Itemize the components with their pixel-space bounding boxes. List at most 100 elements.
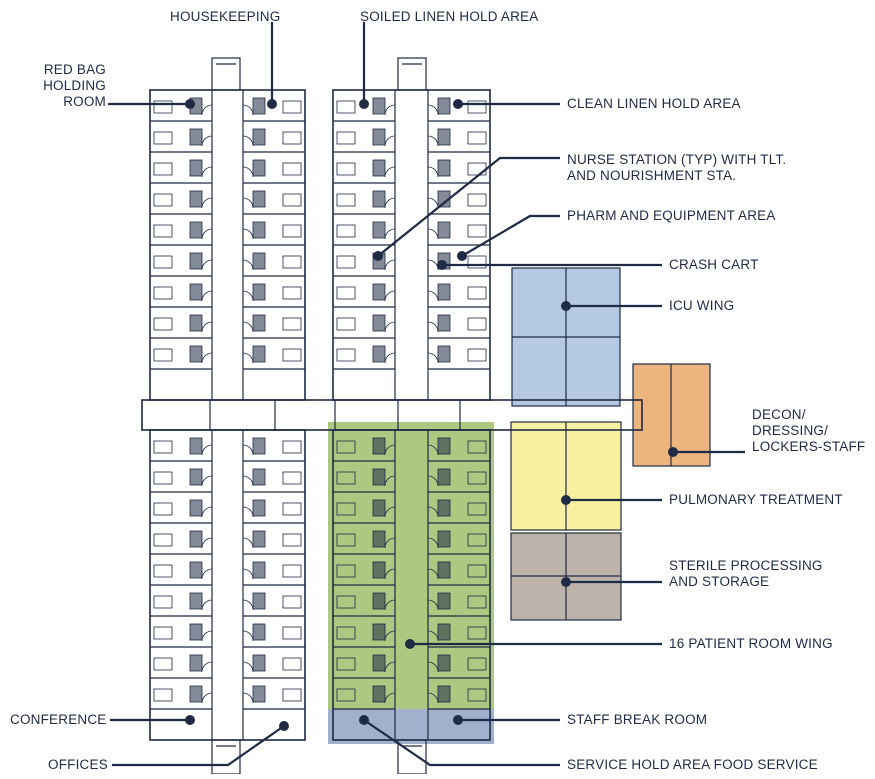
toilet-symbol (252, 221, 266, 239)
toilet-symbol (189, 345, 203, 363)
door-swing (201, 321, 213, 333)
bed-symbol (282, 440, 302, 454)
toilet-symbol (189, 592, 203, 610)
bed-symbol (336, 317, 356, 331)
bed-symbol (467, 286, 487, 300)
door-swing (242, 475, 254, 487)
door-swing (242, 661, 254, 673)
bed-symbol (153, 162, 173, 176)
door-swing (384, 104, 396, 116)
label-nurse-station: NURSE STATION (TYP) WITH TLT. AND NOURIS… (567, 152, 786, 184)
door-swing (242, 290, 254, 302)
door-swing (427, 537, 439, 549)
bed-symbol (153, 595, 173, 609)
bed-symbol (153, 688, 173, 702)
cross-corridor (141, 399, 643, 431)
toilet-symbol (372, 685, 386, 703)
toilet-symbol (189, 221, 203, 239)
door-swing (384, 228, 396, 240)
label-service-hold-area-food-service: SERVICE HOLD AREA FOOD SERVICE (567, 757, 818, 772)
bed-symbol (153, 471, 173, 485)
label-16-patient-room-wing: 16 PATIENT ROOM WING (669, 636, 833, 651)
leader-line-pharm (461, 214, 560, 257)
leader-dot-housekeeping (267, 99, 277, 109)
door-swing (242, 506, 254, 518)
label-red-bag-line-3: ROOM (63, 94, 106, 109)
bed-symbol (153, 348, 173, 362)
label-decon-line-1: DECON/ (752, 407, 806, 422)
bed-symbol (467, 100, 487, 114)
bed-symbol (467, 348, 487, 362)
door-swing (384, 661, 396, 673)
toilet-symbol (189, 530, 203, 548)
toilet-symbol (252, 345, 266, 363)
bed-symbol (336, 193, 356, 207)
bed-symbol (336, 688, 356, 702)
label-sterile-line-2: AND STORAGE (669, 574, 770, 589)
bed-symbol (282, 100, 302, 114)
door-swing (242, 166, 254, 178)
door-swing (242, 352, 254, 364)
leader-dot-pharm (457, 251, 467, 261)
door-swing (427, 197, 439, 209)
bed-symbol (282, 688, 302, 702)
leader-dot-icu (561, 301, 571, 311)
leader-line-nurse-station (377, 156, 560, 257)
bed-symbol (153, 100, 173, 114)
toilet-symbol (372, 530, 386, 548)
door-swing (201, 444, 213, 456)
toilet-symbol (372, 654, 386, 672)
bed-symbol (467, 224, 487, 238)
door-swing (201, 630, 213, 642)
toilet-symbol (189, 128, 203, 146)
toilet-symbol (372, 128, 386, 146)
bed-symbol (153, 626, 173, 640)
bed-symbol (282, 255, 302, 269)
bed-symbol (336, 626, 356, 640)
toilet-symbol (372, 468, 386, 486)
bed-symbol (153, 502, 173, 516)
toilet-symbol (189, 283, 203, 301)
bed-symbol (282, 595, 302, 609)
bed-symbol (282, 224, 302, 238)
toilet-symbol (252, 283, 266, 301)
toilet-symbol (372, 499, 386, 517)
toilet-symbol (372, 592, 386, 610)
bed-symbol (336, 131, 356, 145)
leader-dot-sterile (561, 577, 571, 587)
leader-line-offices (112, 725, 285, 767)
bed-symbol (336, 533, 356, 547)
toilet-symbol (252, 159, 266, 177)
toilet-symbol (437, 685, 451, 703)
door-swing (201, 166, 213, 178)
door-swing (427, 444, 439, 456)
leader-dot-crash-cart (437, 260, 447, 270)
leader-dot-conference (185, 715, 195, 725)
door-swing (427, 321, 439, 333)
door-swing (201, 352, 213, 364)
door-swing (427, 228, 439, 240)
door-swing (384, 506, 396, 518)
bed-symbol (467, 131, 487, 145)
label-pulmonary-treatment: PULMONARY TREATMENT (669, 492, 843, 507)
toilet-symbol (372, 561, 386, 579)
door-swing (427, 166, 439, 178)
bed-symbol (467, 657, 487, 671)
door-swing (201, 537, 213, 549)
door-swing (384, 259, 396, 271)
door-swing (201, 104, 213, 116)
label-red-bag-line-1: RED BAG (43, 62, 106, 77)
door-swing (384, 692, 396, 704)
label-decon-dressing-lockers: DECON/ DRESSING/ LOCKERS-STAFF (752, 407, 865, 455)
door-swing (201, 475, 213, 487)
door-swing (242, 692, 254, 704)
door-swing (201, 290, 213, 302)
bed-symbol (153, 131, 173, 145)
bed-symbol (153, 533, 173, 547)
toilet-symbol (437, 592, 451, 610)
door-swing (427, 568, 439, 580)
stair-core (211, 739, 241, 775)
toilet-symbol (189, 437, 203, 455)
door-swing (242, 537, 254, 549)
